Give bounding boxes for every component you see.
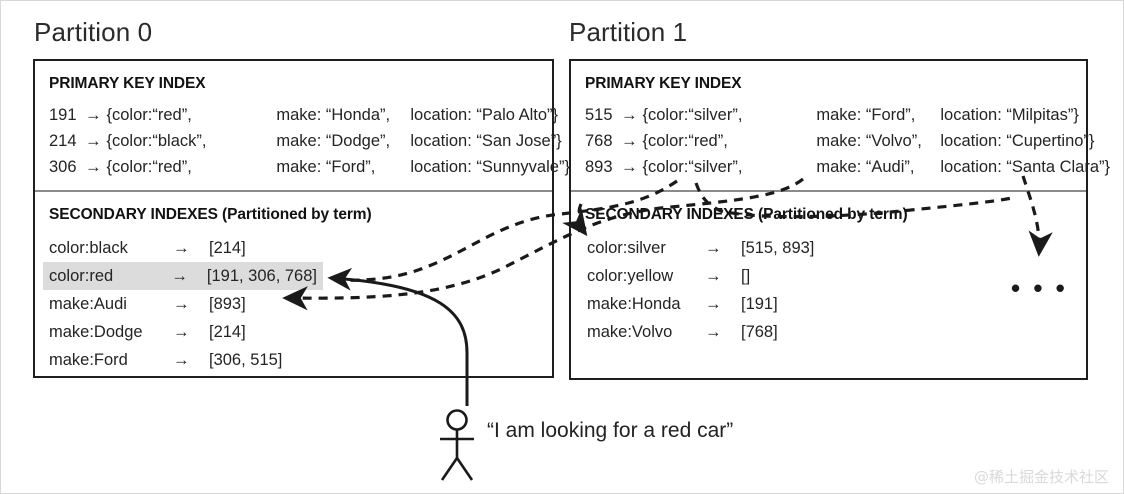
arrow-icon: →: [173, 239, 190, 257]
pk-key: 515: [585, 106, 613, 124]
arrow-icon: →: [85, 132, 102, 150]
pk-color: “red”,: [688, 132, 728, 150]
pk-location: location: “San Jose”}: [410, 132, 562, 150]
arrow-icon: →: [621, 132, 638, 150]
arrow-icon: →: [705, 295, 722, 313]
table-row: 306 → {color: “red”, make: “Ford”, locat…: [49, 154, 570, 180]
pk-make: make: “Volvo”,: [816, 132, 922, 150]
pk-color: “black”,: [152, 132, 207, 150]
pk-open-brace: {color:: [106, 158, 153, 176]
partition-1-title: Partition 1: [569, 17, 688, 47]
posting-list: [893]: [209, 295, 246, 313]
index-term: make:Audi: [49, 295, 127, 313]
pk-make: make: “Dodge”,: [276, 132, 391, 150]
secondary-indexes-heading: SECONDARY INDEXES (Partitioned by term): [49, 206, 372, 223]
list-item: color:yellow → []: [581, 262, 843, 290]
arrow-icon: →: [173, 323, 190, 341]
list-item: make:Ford → [306, 515]: [43, 346, 323, 374]
pk-location: location: “Milpitas”}: [940, 106, 1079, 124]
primary-key-index-heading: PRIMARY KEY INDEX: [49, 75, 206, 92]
arrow-icon: →: [705, 323, 722, 341]
partition-0-title: Partition 0: [34, 17, 153, 47]
arrow-icon: →: [85, 158, 102, 176]
partition-0-primary-section: PRIMARY KEY INDEX 191 → {color: “red”, m…: [35, 61, 570, 190]
list-item: make:Volvo → [768]: [581, 318, 843, 346]
posting-list: [515, 893]: [741, 239, 815, 257]
arrow-icon: →: [171, 267, 188, 285]
arrow-icon: →: [621, 106, 638, 124]
partition-1-box: PRIMARY KEY INDEX 515 → {color: “silver”…: [569, 59, 1110, 380]
list-item: make:Dodge → [214]: [43, 318, 323, 346]
table-row: 214 → {color: “black”, make: “Dodge”, lo…: [49, 128, 570, 154]
posting-list: [191, 306, 768]: [206, 267, 317, 285]
pk-key: 893: [585, 158, 613, 176]
pk-location: location: “Santa Clara”}: [940, 158, 1111, 176]
primary-key-index-heading: PRIMARY KEY INDEX: [585, 75, 742, 92]
pk-open-brace: {color:: [642, 132, 689, 150]
arrow-icon: →: [173, 351, 190, 369]
table-row: 191 → {color: “red”, make: “Honda”, loca…: [49, 102, 570, 128]
pk-location: location: “Cupertino”}: [940, 132, 1095, 150]
partition-0-secondary-section: SECONDARY INDEXES (Partitioned by term) …: [35, 192, 552, 376]
arrow-icon: →: [173, 295, 190, 313]
partition-1-primary-section: PRIMARY KEY INDEX 515 → {color: “silver”…: [571, 61, 1110, 190]
pk-key: 191: [49, 106, 77, 124]
posting-list: [191]: [741, 295, 778, 313]
partition-1-primary-rows: 515 → {color: “silver”, make: “Ford”, lo…: [585, 102, 1110, 180]
arrow-icon: →: [85, 106, 102, 124]
list-item-highlighted: color:red → [191, 306, 768]: [43, 262, 323, 290]
index-term: make:Ford: [49, 351, 128, 369]
partition-0-primary-rows: 191 → {color: “red”, make: “Honda”, loca…: [49, 102, 570, 180]
index-term: color:black: [49, 239, 128, 257]
pk-make: make: “Ford”,: [276, 158, 376, 176]
list-item: color:silver → [515, 893]: [581, 234, 843, 262]
posting-list: [214]: [209, 239, 246, 257]
pk-key: 214: [49, 132, 77, 150]
pk-make: make: “Audi”,: [816, 158, 915, 176]
secondary-indexes-heading: SECONDARY INDEXES (Partitioned by term): [585, 206, 908, 223]
pk-key: 306: [49, 158, 77, 176]
list-item: make:Honda → [191]: [581, 290, 843, 318]
list-item: make:Audi → [893]: [43, 290, 323, 318]
partition-1-secondary-rows: color:silver → [515, 893] color:yellow →…: [581, 234, 843, 346]
index-term: color:red: [49, 267, 114, 285]
table-row: 515 → {color: “silver”, make: “Ford”, lo…: [585, 102, 1110, 128]
pk-make: make: “Ford”,: [816, 106, 916, 124]
pk-key: 768: [585, 132, 613, 150]
pk-open-brace: {color:: [642, 158, 689, 176]
pk-location: location: “Palo Alto”}: [410, 106, 559, 124]
pk-open-brace: {color:: [106, 106, 153, 124]
index-term: color:yellow: [587, 267, 674, 285]
user-stick-figure: [440, 409, 474, 481]
arrow-icon: →: [705, 267, 722, 285]
ellipsis-more-indicator: • • •: [1011, 273, 1068, 303]
pk-open-brace: {color:: [106, 132, 153, 150]
posting-list: [306, 515]: [209, 351, 283, 369]
arrow-icon: →: [705, 239, 722, 257]
pk-make: make: “Honda”,: [276, 106, 391, 124]
partition-1-secondary-section: SECONDARY INDEXES (Partitioned by term) …: [571, 192, 1086, 378]
index-term: make:Honda: [587, 295, 681, 313]
partition-0-secondary-rows: color:black → [214] color:red → [191, 30…: [43, 234, 323, 374]
user-query-text: “I am looking for a red car”: [487, 419, 734, 442]
watermark-text: @稀土掘金技术社区: [973, 468, 1109, 486]
index-term: make:Volvo: [587, 323, 673, 341]
index-term: color:silver: [587, 239, 666, 257]
table-row: 893 → {color: “silver”, make: “Audi”, lo…: [585, 154, 1110, 180]
posting-list: [768]: [741, 323, 778, 341]
pk-open-brace: {color:: [642, 106, 689, 124]
index-term: make:Dodge: [49, 323, 143, 341]
pk-location: location: “Sunnyvale”}: [410, 158, 570, 176]
partition-0-box: PRIMARY KEY INDEX 191 → {color: “red”, m…: [33, 59, 570, 378]
pk-color: “red”,: [152, 106, 192, 124]
posting-list: [214]: [209, 323, 246, 341]
pk-color: “silver”,: [688, 158, 743, 176]
pk-color: “silver”,: [688, 106, 743, 124]
pk-color: “red”,: [152, 158, 192, 176]
list-item: color:black → [214]: [43, 234, 323, 262]
posting-list: []: [741, 267, 751, 285]
table-row: 768 → {color: “red”, make: “Volvo”, loca…: [585, 128, 1110, 154]
arrow-icon: →: [621, 158, 638, 176]
